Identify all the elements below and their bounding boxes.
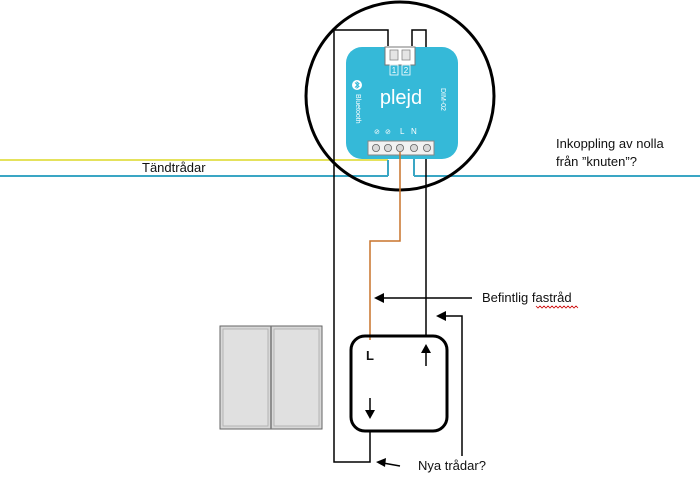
label-inkoppling-2: från ”knuten”? (556, 154, 637, 169)
module-terminal-L: L (400, 127, 405, 136)
black-wire-right (411, 29, 427, 336)
top-terminal-1 (389, 49, 399, 61)
top-terminal-label-2: 2 (404, 66, 409, 75)
arrow-left-icon (374, 293, 472, 303)
label-befintlig: Befintlig fastråd (482, 290, 572, 305)
top-terminal-number-bg-2 (401, 64, 411, 76)
switch-terminal-L: L (366, 348, 374, 363)
switch-box (349, 334, 449, 433)
module-symbol-2: ⊘ (385, 129, 391, 136)
orange-wire (369, 152, 401, 340)
module-terminal-N: N (411, 127, 417, 136)
module-symbol-1: ⊘ (374, 129, 380, 136)
wall-switch-rocker-left (222, 328, 269, 427)
top-terminal-block (384, 46, 416, 66)
arrow-up-icon (421, 344, 431, 366)
plejd-module (346, 47, 458, 159)
label-tandtradar: Tändtrådar (142, 160, 206, 175)
top-terminal-2 (401, 49, 411, 61)
label-inkoppling-1: Inkoppling av nolla (556, 136, 664, 151)
spellcheck-underline (535, 305, 579, 309)
arrow-left-icon (436, 311, 463, 456)
label-nya-tradar: Nya trådar? (418, 458, 486, 473)
wall-switch-rocker-right (273, 328, 320, 427)
module-model: DIM-02 (439, 88, 446, 111)
top-terminal-number-bg-1 (389, 64, 399, 76)
arrow-left-icon (376, 458, 401, 467)
bottom-terminal-screws (371, 143, 431, 152)
arrow-down-icon (365, 398, 375, 419)
module-bluetooth-label: Bluetooth (354, 94, 361, 124)
black-wire-left (333, 29, 389, 463)
top-terminal-label-1: 1 (392, 66, 397, 75)
bluetooth-icon (352, 80, 362, 90)
module-brand: plejd (380, 87, 422, 109)
